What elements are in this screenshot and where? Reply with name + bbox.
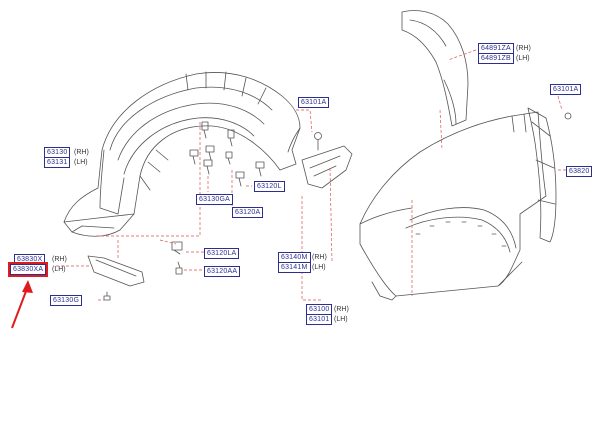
fender-bracket-part — [301, 132, 353, 189]
insulator-part — [401, 10, 469, 127]
mudguard-part — [87, 255, 145, 287]
part-label-63101a-mid[interactable]: 63101A — [298, 97, 330, 108]
part-label-63101a-right[interactable]: 63101A — [550, 84, 582, 95]
part-label-63120l[interactable]: 63120L — [254, 181, 285, 192]
clip-parts — [103, 121, 265, 301]
side-rh: (RH) — [516, 45, 531, 52]
part-label-63130ga[interactable]: 63130GA — [196, 194, 233, 205]
part-label-63830-lh-highlighted[interactable]: 63830XA — [7, 262, 49, 277]
side-lh: (LH) — [516, 55, 530, 62]
side-lh: (LH) — [74, 159, 88, 166]
side-rh: (RH) — [312, 254, 327, 261]
part-label-63820[interactable]: 63820 — [566, 166, 593, 177]
part-label-63141m-lh[interactable]: 63141M — [278, 262, 311, 273]
fender-trim-part — [527, 107, 572, 243]
side-rh: (RH) — [74, 149, 89, 156]
fender-liner-part — [63, 71, 301, 237]
front-fender-part — [359, 111, 547, 301]
part-label-63130g[interactable]: 63130G — [50, 295, 83, 306]
part-label-63120la[interactable]: 63120LA — [204, 248, 240, 259]
red-arrow-icon — [11, 280, 33, 329]
part-label-63120aa[interactable]: 63120AA — [204, 266, 241, 277]
part-label-63131-lh[interactable]: 63131 — [44, 157, 71, 168]
part-label-63120a[interactable]: 63120A — [232, 207, 264, 218]
side-lh: (LH) — [334, 316, 348, 323]
side-lh: (LH) — [312, 264, 326, 271]
side-lh: (LH) — [52, 266, 66, 273]
part-label-64891zb-lh[interactable]: 64891ZB — [478, 53, 514, 64]
side-rh: (RH) — [334, 306, 349, 313]
part-label-63101-lh[interactable]: 63101 — [306, 314, 333, 325]
side-rh: (RH) — [52, 256, 67, 263]
